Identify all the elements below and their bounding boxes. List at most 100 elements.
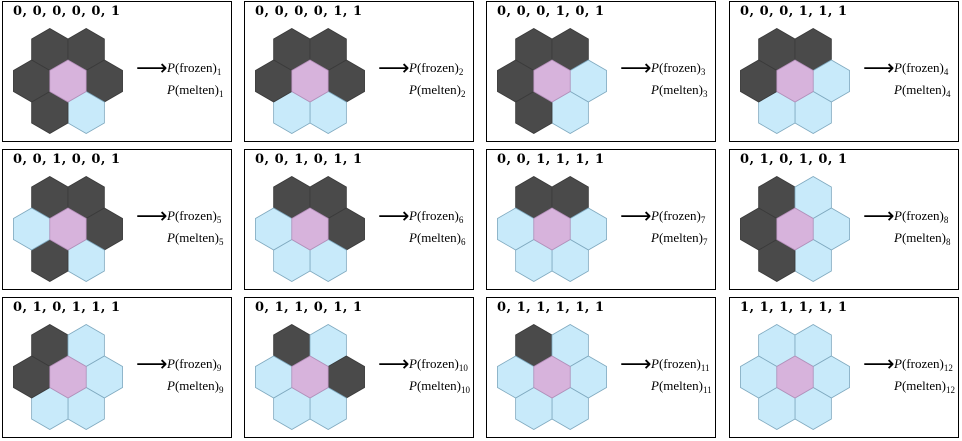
probability-symbol: P bbox=[167, 356, 175, 371]
probability-frozen: P(frozen)9 bbox=[167, 356, 221, 373]
probability-state-text: (frozen) bbox=[901, 60, 944, 75]
probability-state-text: (melten) bbox=[416, 378, 461, 393]
probability-state-text: (melten) bbox=[658, 230, 703, 245]
probability-index: 8 bbox=[946, 237, 951, 247]
probability-state-text: (frozen) bbox=[658, 60, 701, 75]
probability-symbol: P bbox=[409, 378, 417, 393]
arrow-icon: ⟶ bbox=[863, 56, 895, 81]
probability-index: 11 bbox=[703, 385, 712, 395]
probability-symbol: P bbox=[651, 230, 659, 245]
probability-index: 1 bbox=[219, 89, 224, 99]
center-hex bbox=[533, 355, 571, 399]
probability-state-text: (melten) bbox=[658, 82, 703, 97]
state-label: 0, 0, 1, 0, 0, 1 bbox=[13, 152, 121, 167]
arrow-icon: ⟶ bbox=[136, 352, 168, 377]
hexagon-cluster bbox=[255, 28, 365, 134]
probability-state-text: (melten) bbox=[901, 230, 946, 245]
probability-index: 4 bbox=[946, 89, 951, 99]
probability-state-text: (frozen) bbox=[416, 208, 459, 223]
probability-index: 2 bbox=[461, 89, 466, 99]
probability-index: 5 bbox=[216, 215, 222, 225]
probability-state-text: (frozen) bbox=[658, 208, 701, 223]
probability-melten: P(melten)8 bbox=[894, 230, 951, 247]
probability-frozen: P(frozen)6 bbox=[409, 208, 463, 225]
probability-melten: P(melten)1 bbox=[167, 82, 224, 99]
probability-state-text: (frozen) bbox=[174, 356, 217, 371]
probability-state-text: (melten) bbox=[174, 378, 219, 393]
arrow-icon: ⟶ bbox=[378, 56, 410, 81]
state-label: 0, 1, 1, 1, 1, 1 bbox=[497, 300, 605, 315]
probability-symbol: P bbox=[167, 378, 175, 393]
probability-index: 8 bbox=[943, 215, 949, 225]
probability-frozen: P(frozen)4 bbox=[894, 60, 948, 77]
hexagon-cluster bbox=[13, 28, 123, 134]
arrow-icon: ⟶ bbox=[136, 204, 168, 229]
probability-index: 4 bbox=[943, 67, 949, 77]
hexagon-cluster bbox=[740, 28, 850, 134]
probability-symbol: P bbox=[167, 208, 175, 223]
probability-index: 1 bbox=[216, 67, 222, 77]
center-hex bbox=[533, 207, 571, 251]
probability-symbol: P bbox=[651, 356, 659, 371]
arrow-icon: ⟶ bbox=[863, 352, 895, 377]
probability-symbol: P bbox=[409, 60, 417, 75]
center-hex bbox=[533, 59, 571, 103]
probability-frozen: P(frozen)11 bbox=[651, 356, 709, 373]
center-hex bbox=[49, 207, 87, 251]
state-label: 0, 0, 0, 0, 0, 1 bbox=[13, 4, 121, 19]
probability-symbol: P bbox=[651, 208, 659, 223]
probability-index: 7 bbox=[703, 237, 708, 247]
probability-frozen: P(frozen)10 bbox=[409, 356, 468, 373]
probability-index: 9 bbox=[219, 385, 224, 395]
probability-index: 2 bbox=[458, 67, 464, 77]
probability-symbol: P bbox=[651, 378, 659, 393]
probability-state-text: (frozen) bbox=[658, 356, 701, 371]
arrow-icon: ⟶ bbox=[136, 56, 168, 81]
probability-index: 6 bbox=[461, 237, 466, 247]
arrow-icon: ⟶ bbox=[378, 352, 410, 377]
probability-state-text: (melten) bbox=[174, 230, 219, 245]
probability-state-text: (melten) bbox=[658, 378, 703, 393]
center-hex bbox=[776, 355, 814, 399]
probability-frozen: P(frozen)7 bbox=[651, 208, 705, 225]
probability-melten: P(melten)10 bbox=[409, 378, 470, 395]
probability-melten: P(melten)11 bbox=[651, 378, 712, 395]
state-label: 1, 1, 1, 1, 1, 1 bbox=[740, 300, 848, 315]
probability-symbol: P bbox=[409, 356, 417, 371]
probability-index: 12 bbox=[943, 363, 953, 373]
probability-frozen: P(frozen)1 bbox=[167, 60, 221, 77]
probability-index: 11 bbox=[700, 363, 710, 373]
hexagon-cluster bbox=[740, 176, 850, 282]
center-hex bbox=[291, 207, 329, 251]
probability-state-text: (melten) bbox=[901, 378, 946, 393]
probability-symbol: P bbox=[409, 82, 417, 97]
probability-state-text: (melten) bbox=[416, 230, 461, 245]
probability-frozen: P(frozen)2 bbox=[409, 60, 463, 77]
probability-symbol: P bbox=[167, 60, 175, 75]
center-hex bbox=[291, 59, 329, 103]
probability-state-text: (frozen) bbox=[416, 60, 459, 75]
probability-index: 10 bbox=[461, 385, 470, 395]
probability-index: 6 bbox=[458, 215, 464, 225]
probability-symbol: P bbox=[894, 208, 902, 223]
state-label: 0, 1, 0, 1, 0, 1 bbox=[740, 152, 848, 167]
center-hex bbox=[776, 207, 814, 251]
probability-index: 12 bbox=[946, 385, 955, 395]
probability-symbol: P bbox=[894, 356, 902, 371]
probability-state-text: (melten) bbox=[174, 82, 219, 97]
probability-symbol: P bbox=[894, 82, 902, 97]
probability-symbol: P bbox=[894, 378, 902, 393]
probability-symbol: P bbox=[167, 230, 175, 245]
state-label: 0, 0, 0, 1, 0, 1 bbox=[497, 4, 605, 19]
probability-index: 10 bbox=[458, 363, 468, 373]
arrow-icon: ⟶ bbox=[620, 56, 652, 81]
hexagon-cluster bbox=[255, 324, 365, 430]
probability-symbol: P bbox=[409, 208, 417, 223]
hexagon-cluster bbox=[255, 176, 365, 282]
arrow-icon: ⟶ bbox=[863, 204, 895, 229]
